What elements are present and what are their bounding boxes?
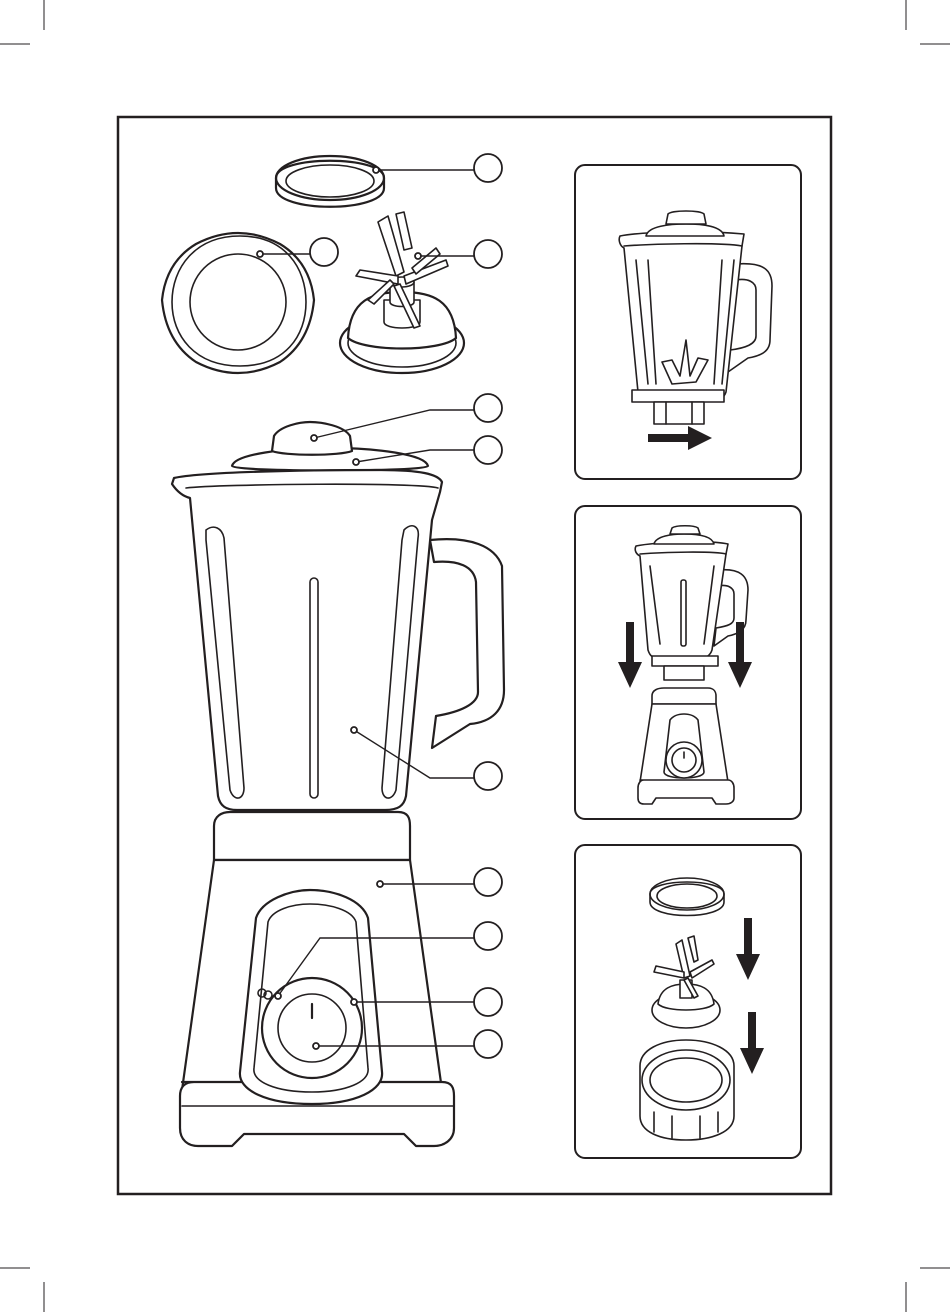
gasket-ring xyxy=(276,156,384,207)
blade-assembly xyxy=(340,212,464,373)
motor-base xyxy=(180,812,454,1146)
step-panel-remove-base xyxy=(575,165,801,479)
step-panel-mount-jar xyxy=(575,506,801,819)
jar-lid xyxy=(232,422,428,471)
blender-jar xyxy=(172,470,504,810)
step-panel-assemble-blade xyxy=(575,845,801,1158)
callout-gasket xyxy=(373,154,502,182)
